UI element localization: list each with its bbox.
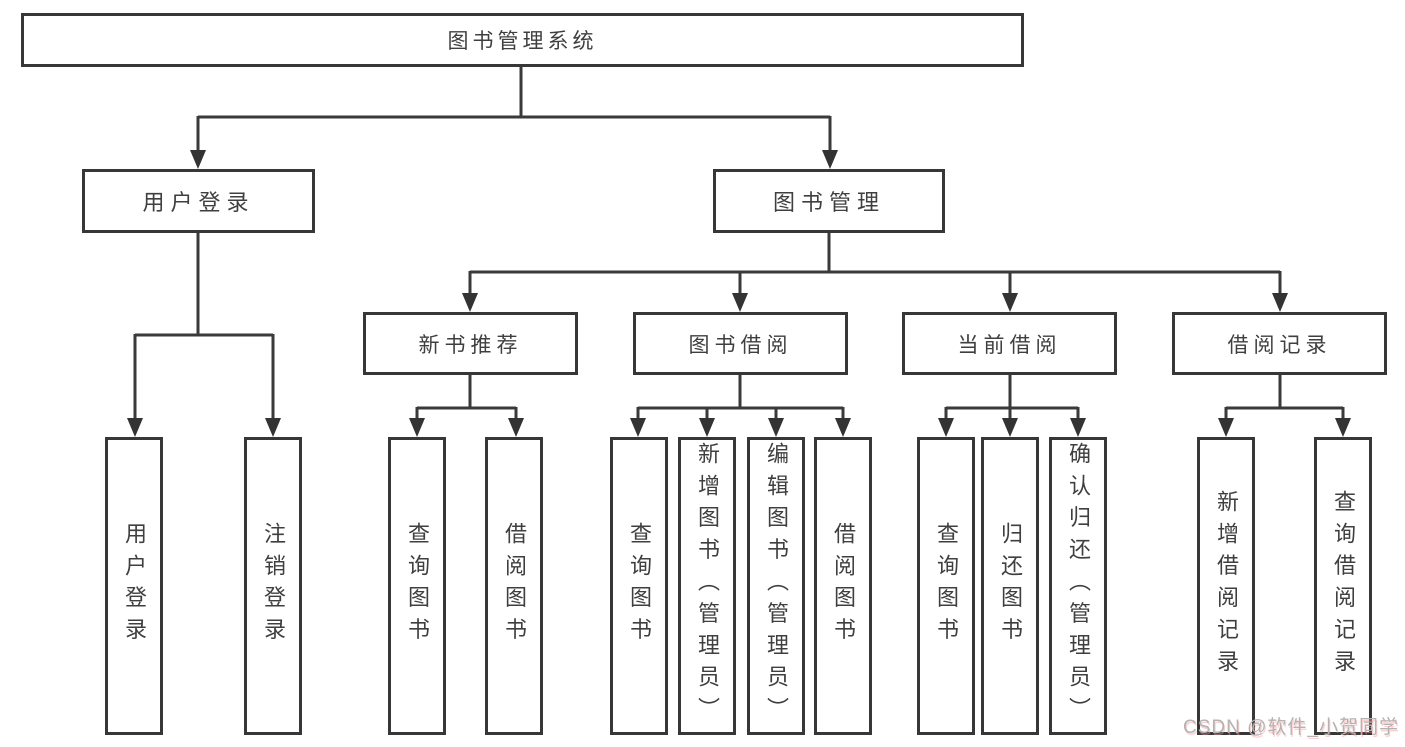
node-label: 查询借阅记录 [1331,490,1356,682]
connector-user-login-children [133,233,275,420]
arrow-icon [462,293,478,312]
node-label: 查询图书 [405,522,430,650]
leaf-bb-add-books-admin: 新增图书（管理员） [678,437,736,735]
connector-lines [133,67,1345,420]
node-root-system: 图书管理系统 [21,13,1024,67]
arrow-icon [508,418,524,437]
node-label: 当前借阅 [957,333,1062,357]
leaf-bb-edit-books-admin: 编辑图书（管理员） [747,437,805,735]
node-label: 图书管理 [772,190,885,215]
node-current-borrowing: 当前借阅 [902,312,1117,375]
arrow-icon [630,418,646,437]
arrow-icon [822,150,838,169]
node-borrowing-records: 借阅记录 [1172,312,1387,375]
node-label: 新书推荐 [418,333,523,357]
leaf-nb-query-books: 查询图书 [388,437,446,735]
node-label: 新增图书（管理员） [695,442,720,730]
arrow-icon [732,293,748,312]
node-label: 归还图书 [998,522,1023,650]
leaf-cb-query-books: 查询图书 [917,437,975,735]
arrow-icon [768,418,784,437]
arrow-icon [1002,418,1018,437]
leaf-logout: 注销登录 [244,437,302,735]
leaf-cb-return-books: 归还图书 [981,437,1039,735]
node-label: 图书管理系统 [447,30,598,53]
node-label: 借阅图书 [502,522,527,650]
connector-current-borrow-children [944,375,1080,420]
arrow-icon [190,150,206,169]
node-label: 编辑图书（管理员） [764,442,789,730]
arrow-icon [127,418,143,437]
leaf-nb-borrow-books: 借阅图书 [485,437,543,735]
arrow-icon [409,418,425,437]
node-new-book-recommend: 新书推荐 [363,312,578,375]
arrow-icon [1002,293,1018,312]
arrowheads [127,150,1351,437]
arrow-icon [835,418,851,437]
node-book-management: 图书管理 [713,169,945,233]
connector-borrow-records-children [1224,375,1345,420]
connector-root-split [196,67,832,152]
node-label: 查询图书 [934,522,959,650]
leaf-bb-borrow-books: 借阅图书 [814,437,872,735]
leaf-bb-query-books: 查询图书 [610,437,668,735]
arrow-icon [1070,418,1086,437]
node-label: 借阅记录 [1227,333,1332,357]
leaf-br-query-record: 查询借阅记录 [1314,437,1372,735]
node-label: 用户登录 [142,190,255,215]
node-label: 用户登录 [122,522,147,650]
connector-book-borrow-children [636,375,845,420]
leaf-cb-confirm-return-admin: 确认归还（管理员） [1049,437,1107,735]
arrow-icon [699,418,715,437]
node-label: 借阅图书 [831,522,856,650]
connector-book-mgmt-children [468,233,1282,295]
arrow-icon [1218,418,1234,437]
node-label: 新增借阅记录 [1214,490,1239,682]
node-label: 注销登录 [261,522,286,650]
node-label: 确认归还（管理员） [1066,442,1091,730]
node-user-login: 用户登录 [82,169,315,233]
connector-new-book-children [415,375,518,420]
arrow-icon [265,418,281,437]
leaf-user-login: 用户登录 [105,437,163,735]
leaf-br-add-record: 新增借阅记录 [1197,437,1255,735]
arrow-icon [1272,293,1288,312]
arrow-icon [938,418,954,437]
node-label: 图书借阅 [688,333,793,357]
arrow-icon [1335,418,1351,437]
node-label: 查询图书 [627,522,652,650]
node-book-borrowing: 图书借阅 [633,312,848,375]
